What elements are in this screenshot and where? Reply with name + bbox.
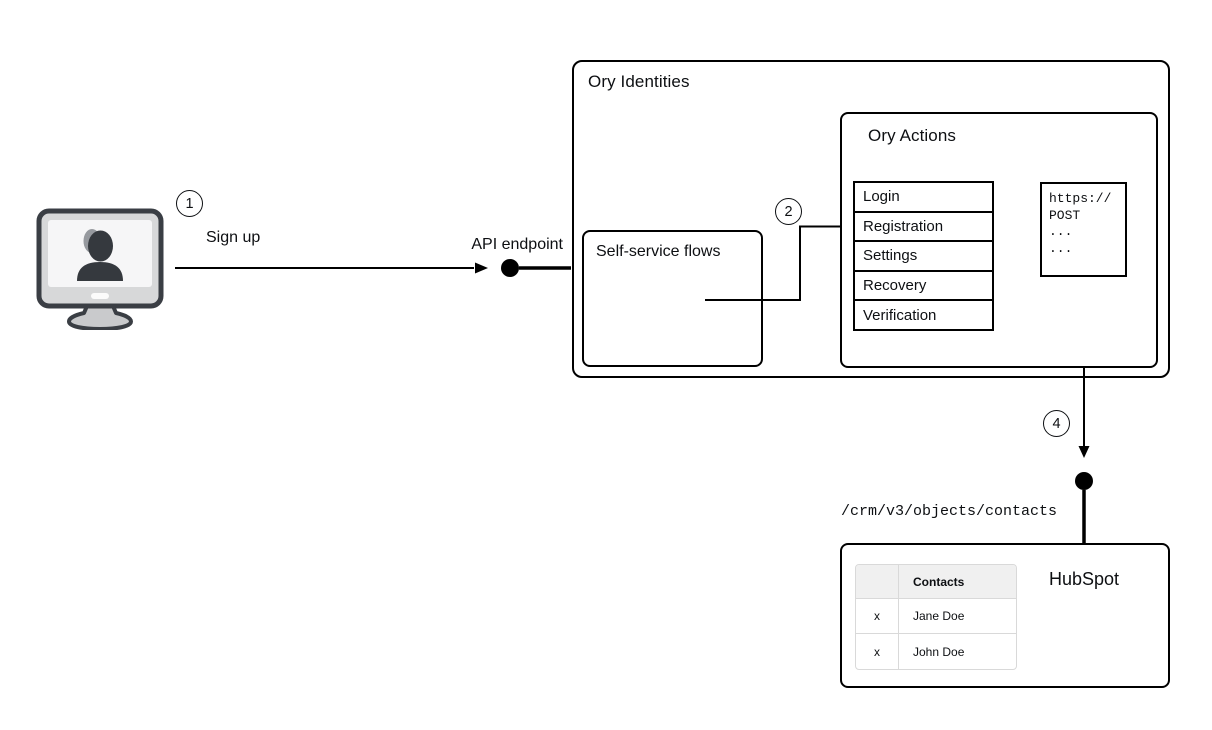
hubspot-endpoint-dot bbox=[1075, 472, 1093, 490]
step-number: 2 bbox=[784, 203, 793, 220]
api-endpoint-label: API endpoint bbox=[471, 236, 563, 253]
self-service-flows-title: Self-service flows bbox=[596, 243, 721, 260]
flow-row-login: Login bbox=[855, 183, 992, 213]
contacts-header-cell: Contacts bbox=[899, 565, 1016, 599]
self-service-flows-box: Self-service flows bbox=[582, 230, 763, 367]
down-arrowhead bbox=[1078, 446, 1090, 458]
contact-row-mark: x bbox=[856, 634, 899, 669]
sign-up-label: Sign up bbox=[206, 229, 261, 246]
ory-actions-title: Ory Actions bbox=[868, 126, 957, 145]
flow-row-settings: Settings bbox=[855, 242, 992, 272]
ory-identities-box: Ory Identities bbox=[572, 60, 1170, 378]
contact-row-name: Jane Doe bbox=[899, 599, 1016, 634]
step-badge-1: 1 bbox=[176, 190, 203, 217]
crm-path-label: /crm/v3/objects/contacts bbox=[841, 503, 1058, 520]
contact-row-mark: x bbox=[856, 599, 899, 634]
contacts-table: Contacts x Jane Doe x John Doe bbox=[855, 564, 1017, 670]
code-line: https:// bbox=[1049, 191, 1112, 206]
hubspot-title: HubSpot bbox=[1049, 569, 1120, 589]
code-line: ... bbox=[1049, 224, 1073, 239]
contacts-header-empty-cell bbox=[856, 565, 899, 599]
flow-row-verification: Verification bbox=[863, 306, 937, 324]
code-line: ... bbox=[1049, 240, 1073, 256]
flow-row-registration: Registration bbox=[855, 213, 992, 243]
step-badge-2: 2 bbox=[775, 198, 802, 225]
webhook-code-box: https:// POST ... ... bbox=[1040, 182, 1127, 277]
ory-identities-title: Ory Identities bbox=[588, 72, 690, 91]
signup-arrowhead bbox=[475, 262, 488, 274]
flow-table: Login Registration Settings Recovery Ver… bbox=[853, 181, 994, 331]
user-on-monitor-icon bbox=[36, 208, 164, 330]
contact-row-name: John Doe bbox=[913, 644, 965, 659]
step-number: 4 bbox=[1052, 415, 1061, 432]
code-line: POST bbox=[1049, 207, 1081, 223]
step-badge-4: 4 bbox=[1043, 410, 1070, 437]
flow-row-recovery: Recovery bbox=[855, 272, 992, 302]
api-endpoint-dot bbox=[501, 259, 519, 277]
step-number: 1 bbox=[185, 195, 194, 212]
